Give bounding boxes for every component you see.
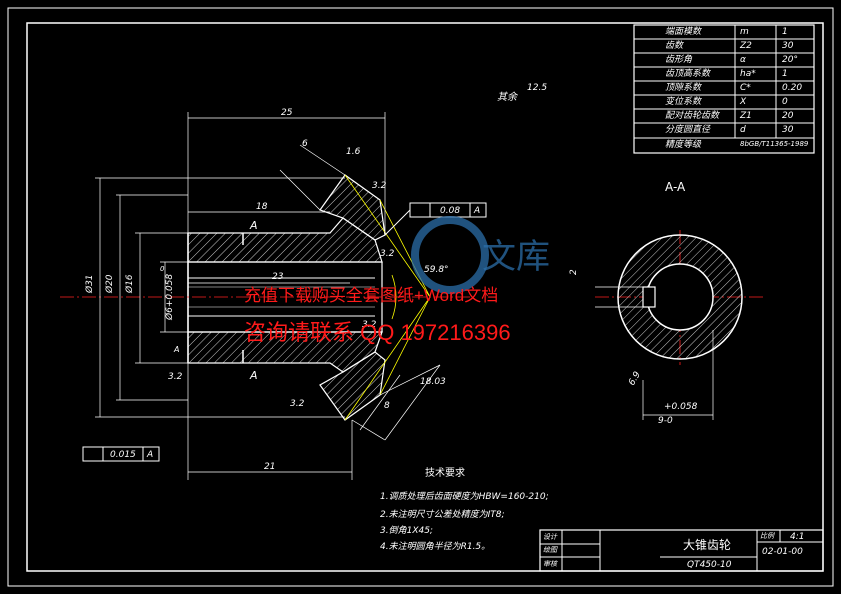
inner-border	[26, 22, 824, 572]
param-symbol-4: ha*	[740, 69, 756, 79]
material: QT450-10	[687, 560, 732, 570]
dim-cone-angle: 59.8°	[424, 265, 449, 275]
tech-req-item-1: 1.调质处理后齿面硬度为HBW=160-210;	[380, 492, 549, 502]
dim-dia-outer: Ø31	[85, 274, 95, 293]
watermark-line-2: 咨询请联系 QQ 197216396	[244, 320, 511, 345]
param-symbol-3: α	[740, 55, 746, 65]
param-value-4: 1	[782, 69, 788, 79]
section-view-aa	[595, 234, 743, 420]
tech-req-title: 技术要求	[425, 468, 465, 479]
surface-note: 其余	[497, 92, 517, 103]
dim-dia-16: Ø16	[125, 274, 135, 293]
rough-5: 3.2	[290, 399, 305, 409]
construction-lines	[344, 174, 431, 421]
title-row-1: 设计	[543, 533, 557, 541]
dim-hub-length: 18	[256, 202, 268, 212]
scale-value: 4:1	[790, 532, 805, 542]
param-symbol-6: X	[740, 97, 747, 107]
dim-keyway-tol2: 9-0	[658, 416, 673, 426]
param-symbol-7: Z1	[740, 111, 752, 121]
param-label-5: 顶隙系数	[665, 83, 702, 93]
dim-dia-20: Ø20	[105, 274, 115, 293]
tol-datum-1: A	[474, 206, 481, 216]
gear-section-view	[187, 174, 386, 421]
param-label-2: 齿数	[665, 41, 684, 51]
param-label-7: 配对齿轮齿数	[665, 111, 720, 121]
dim-keyway-width: 2	[569, 269, 579, 275]
watermark-line-1: 充值下载购买全套图纸+Word文档	[244, 286, 499, 305]
param-value-7: 20	[782, 111, 794, 121]
rough-1: 3.2	[372, 181, 387, 191]
param-value-8: 30	[782, 125, 794, 135]
title-block-grid	[539, 529, 824, 572]
surface-roughness-general: 12.5	[527, 83, 548, 93]
rough-3: 3.2	[362, 320, 377, 330]
param-value-1: 1	[782, 27, 788, 37]
rough-4: 3.2	[168, 372, 183, 382]
param-label-1: 端面模数	[665, 27, 702, 37]
tech-req-item-2: 2.未注明尺寸公差处精度为IT8;	[380, 510, 505, 520]
param-value-6: 0	[782, 97, 788, 107]
dim-face-width: 6	[302, 139, 308, 149]
tol-datum-2: A	[147, 450, 154, 460]
param-label-8: 分度圆直径	[665, 125, 711, 135]
rough-2: 3.2	[380, 249, 395, 259]
watermark-logo	[411, 216, 489, 294]
tech-req-item-4: 4.未注明圆角半径为R1.5。	[380, 542, 491, 552]
param-symbol-1: m	[740, 27, 749, 37]
dim-bore-length: 23	[272, 272, 284, 282]
drawing-number: 02-01-00	[762, 547, 803, 557]
param-label-9: 精度等级	[665, 140, 702, 150]
datum-a: A	[174, 345, 180, 354]
dim-bore-tol-upper: 0	[160, 265, 165, 273]
dim-dia-bore: Ø6+0.058	[165, 273, 175, 320]
param-symbol-8: d	[740, 125, 746, 135]
tol-runout-2: 0.015	[110, 450, 136, 460]
tech-req-item-3: 3.倒角1X45;	[380, 526, 433, 536]
section-marker-top: A	[250, 219, 258, 232]
dim-tooth-width: 8	[384, 401, 390, 411]
param-label-3: 齿形角	[665, 55, 693, 65]
tolerance-frames	[82, 202, 487, 462]
title-row-3: 审核	[543, 560, 557, 568]
dim-keyway-tol: +0.058	[664, 402, 698, 412]
section-label: A-A	[665, 180, 686, 194]
param-label-4: 齿顶高系数	[665, 69, 711, 79]
rough-6: 1.6	[346, 147, 361, 157]
tol-runout-1: 0.08	[440, 206, 461, 216]
section-marker-bottom: A	[250, 369, 258, 382]
param-symbol-5: C*	[740, 83, 751, 93]
param-symbol-2: Z2	[740, 41, 752, 51]
watermark-logo-text: 文库	[482, 237, 550, 277]
param-table-grid	[633, 24, 815, 154]
param-value-5: 0.20	[782, 83, 803, 93]
param-label-6: 变位系数	[665, 97, 702, 107]
param-value-9: 8bGB/T11365-1989	[740, 140, 809, 148]
title-row-2: 绘图	[543, 546, 557, 554]
dim-top-length: 25	[281, 108, 293, 118]
scale-label: 比例	[760, 532, 774, 540]
param-value-3: 20°	[782, 55, 798, 65]
part-name: 大锥齿轮	[683, 538, 732, 552]
dim-bottom-length: 21	[264, 462, 276, 472]
param-value-2: 30	[782, 41, 794, 51]
outer-border	[7, 7, 834, 587]
dimension-lines	[95, 112, 441, 480]
dim-cone-distance: 18.03	[420, 377, 446, 387]
